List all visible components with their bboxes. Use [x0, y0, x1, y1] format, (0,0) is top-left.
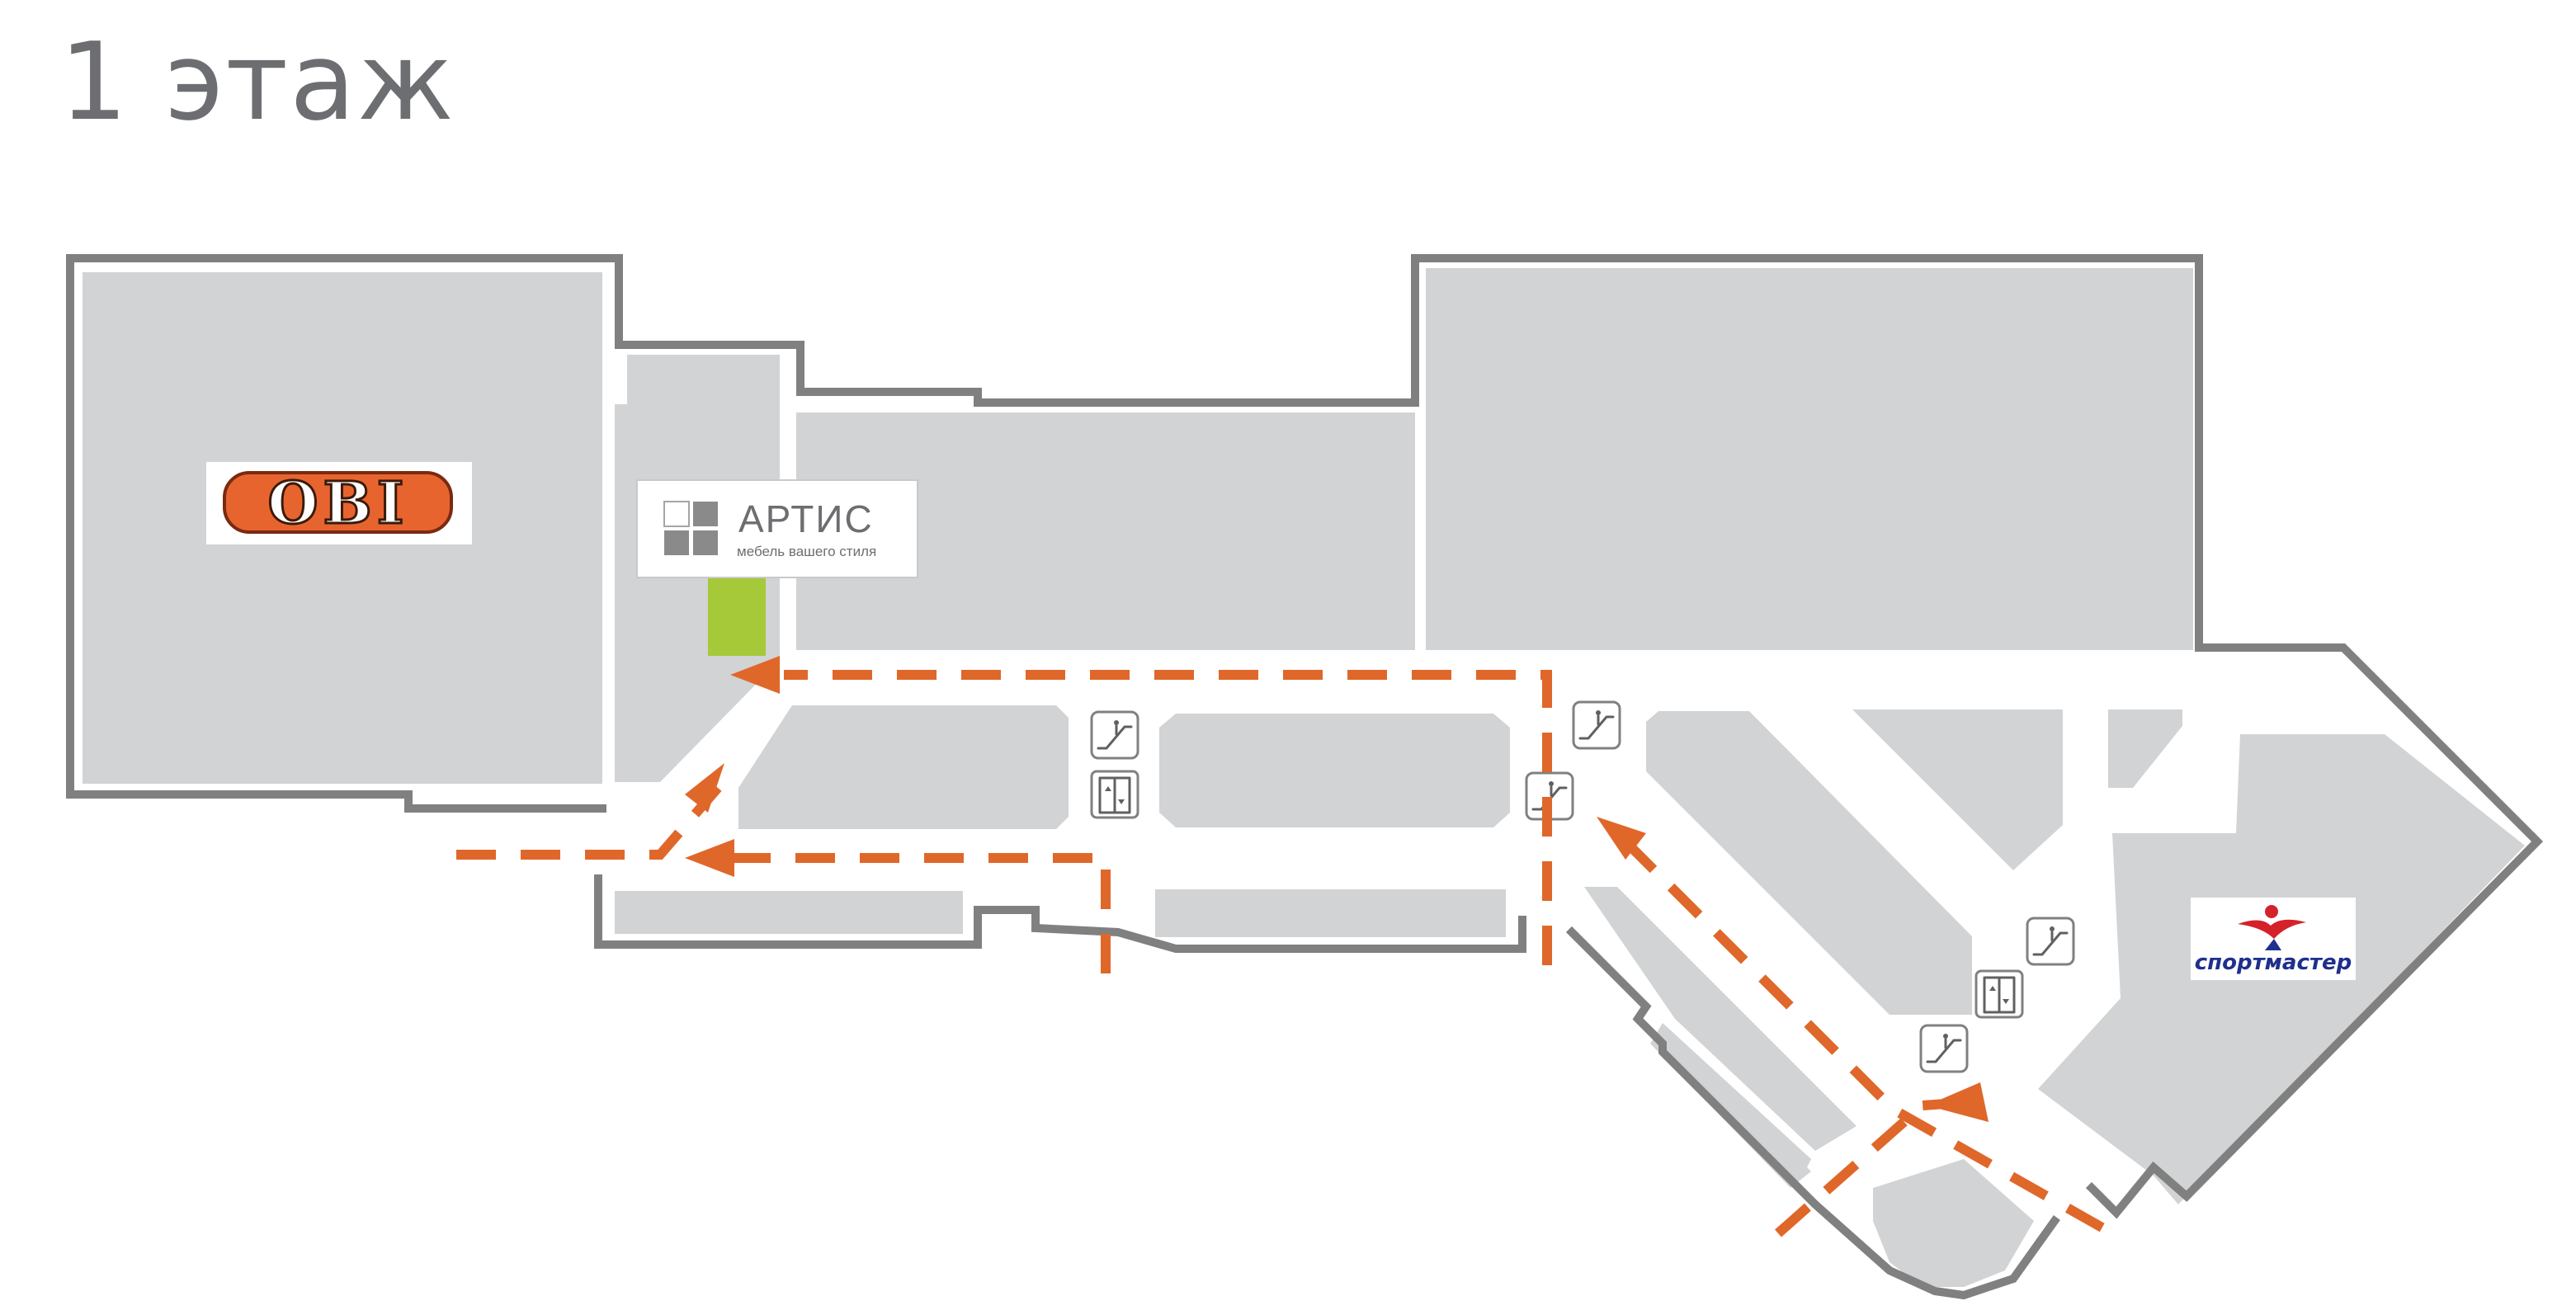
- wall-outer-upper: [66, 254, 2544, 1219]
- shop-corridor-block-1[interactable]: [738, 705, 1069, 829]
- route-arrow-up-left: [685, 763, 724, 813]
- shop-corridor-block-2[interactable]: [1159, 714, 1510, 827]
- obi-logo-badge: [223, 471, 453, 534]
- obi-logo[interactable]: OBI: [206, 462, 472, 544]
- escalator-icon[interactable]: [1572, 700, 1621, 750]
- artis-logo-name: АРТИС: [738, 497, 874, 540]
- artis-logo[interactable]: АРТИС мебель вашего стиля: [636, 479, 918, 578]
- escalator-icon[interactable]: [2026, 917, 2075, 966]
- route-arrow-bottom: [1927, 1082, 1989, 1122]
- elevator-icon[interactable]: [1974, 969, 2024, 1019]
- sportmaster-logo-text: спортмастер: [2195, 950, 2352, 975]
- escalator-icon[interactable]: [1919, 1024, 1969, 1073]
- artis-logo-card: [636, 479, 918, 578]
- artis-squares-icon: [663, 501, 718, 555]
- elevator-icon[interactable]: [1090, 770, 1139, 819]
- shop-upper-right[interactable]: [1426, 268, 2193, 650]
- shop-diagonal-1[interactable]: [1646, 711, 1972, 1015]
- shop-bottom-small[interactable]: [1873, 1159, 2034, 1287]
- artis-logo-tagline: мебель вашего стиля: [737, 544, 876, 559]
- shop-lower-middle[interactable]: [1155, 889, 1506, 937]
- sportmaster-figure-icon: [2238, 905, 2306, 950]
- routes: [456, 656, 2115, 1238]
- route-left-entrance: [456, 785, 722, 860]
- route-arrow-left-lower: [685, 839, 734, 877]
- shop-lower-diagonal[interactable]: [1584, 887, 1857, 1151]
- sportmaster-logo[interactable]: спортмастер: [2191, 898, 2356, 980]
- wall-outer-lower: [594, 874, 1526, 953]
- route-arrow-up-diagonal: [1597, 817, 1646, 860]
- route-diagonal-main: [1621, 837, 2115, 1238]
- shop-diagonal-2[interactable]: [1852, 709, 2063, 870]
- shop-lower-wedge[interactable]: [1650, 1023, 1811, 1188]
- shop-areas: [83, 268, 2525, 1287]
- artis-highlight[interactable]: [708, 565, 766, 656]
- wall-outer-bottom-right: [1565, 926, 2060, 1300]
- shop-small-right[interactable]: [2108, 709, 2182, 788]
- route-lower-corridor: [726, 853, 1111, 973]
- route-upper-corridor: [784, 670, 1552, 965]
- shop-lower-left[interactable]: [615, 891, 963, 934]
- floor-title: 1 этаж: [59, 19, 455, 144]
- escalator-icon[interactable]: [1090, 710, 1139, 760]
- building-walls: [66, 254, 2544, 1300]
- obi-logo-text: OBI: [268, 469, 409, 537]
- route-arrow-left-upper: [730, 656, 780, 694]
